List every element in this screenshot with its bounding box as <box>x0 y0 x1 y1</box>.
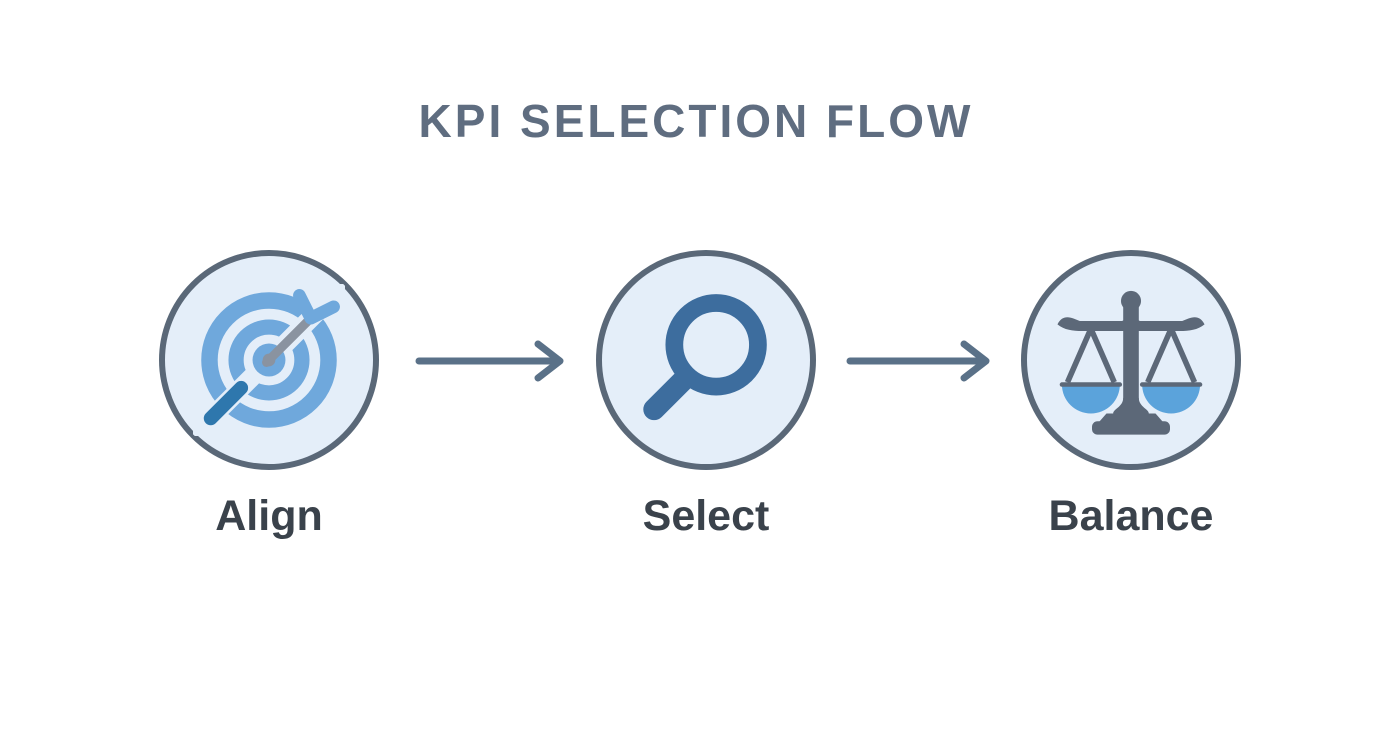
select-circle <box>596 250 816 470</box>
align-circle <box>159 250 379 470</box>
flow-step-align: Align <box>159 250 379 541</box>
target-arrow-icon <box>193 284 345 436</box>
align-label: Align <box>215 492 323 540</box>
select-label: Select <box>642 492 770 540</box>
balance-circle <box>1021 250 1241 470</box>
scales-icon <box>1057 290 1205 435</box>
flow-step-balance: Balance <box>1021 250 1241 541</box>
flow-step-select: Select <box>596 250 816 541</box>
arrow-right-icon <box>846 340 990 382</box>
page-title: KPI SELECTION FLOW <box>418 95 974 147</box>
arrow-right-icon <box>415 340 564 382</box>
magnifier-icon <box>643 294 767 421</box>
balance-label: Balance <box>1048 492 1214 540</box>
